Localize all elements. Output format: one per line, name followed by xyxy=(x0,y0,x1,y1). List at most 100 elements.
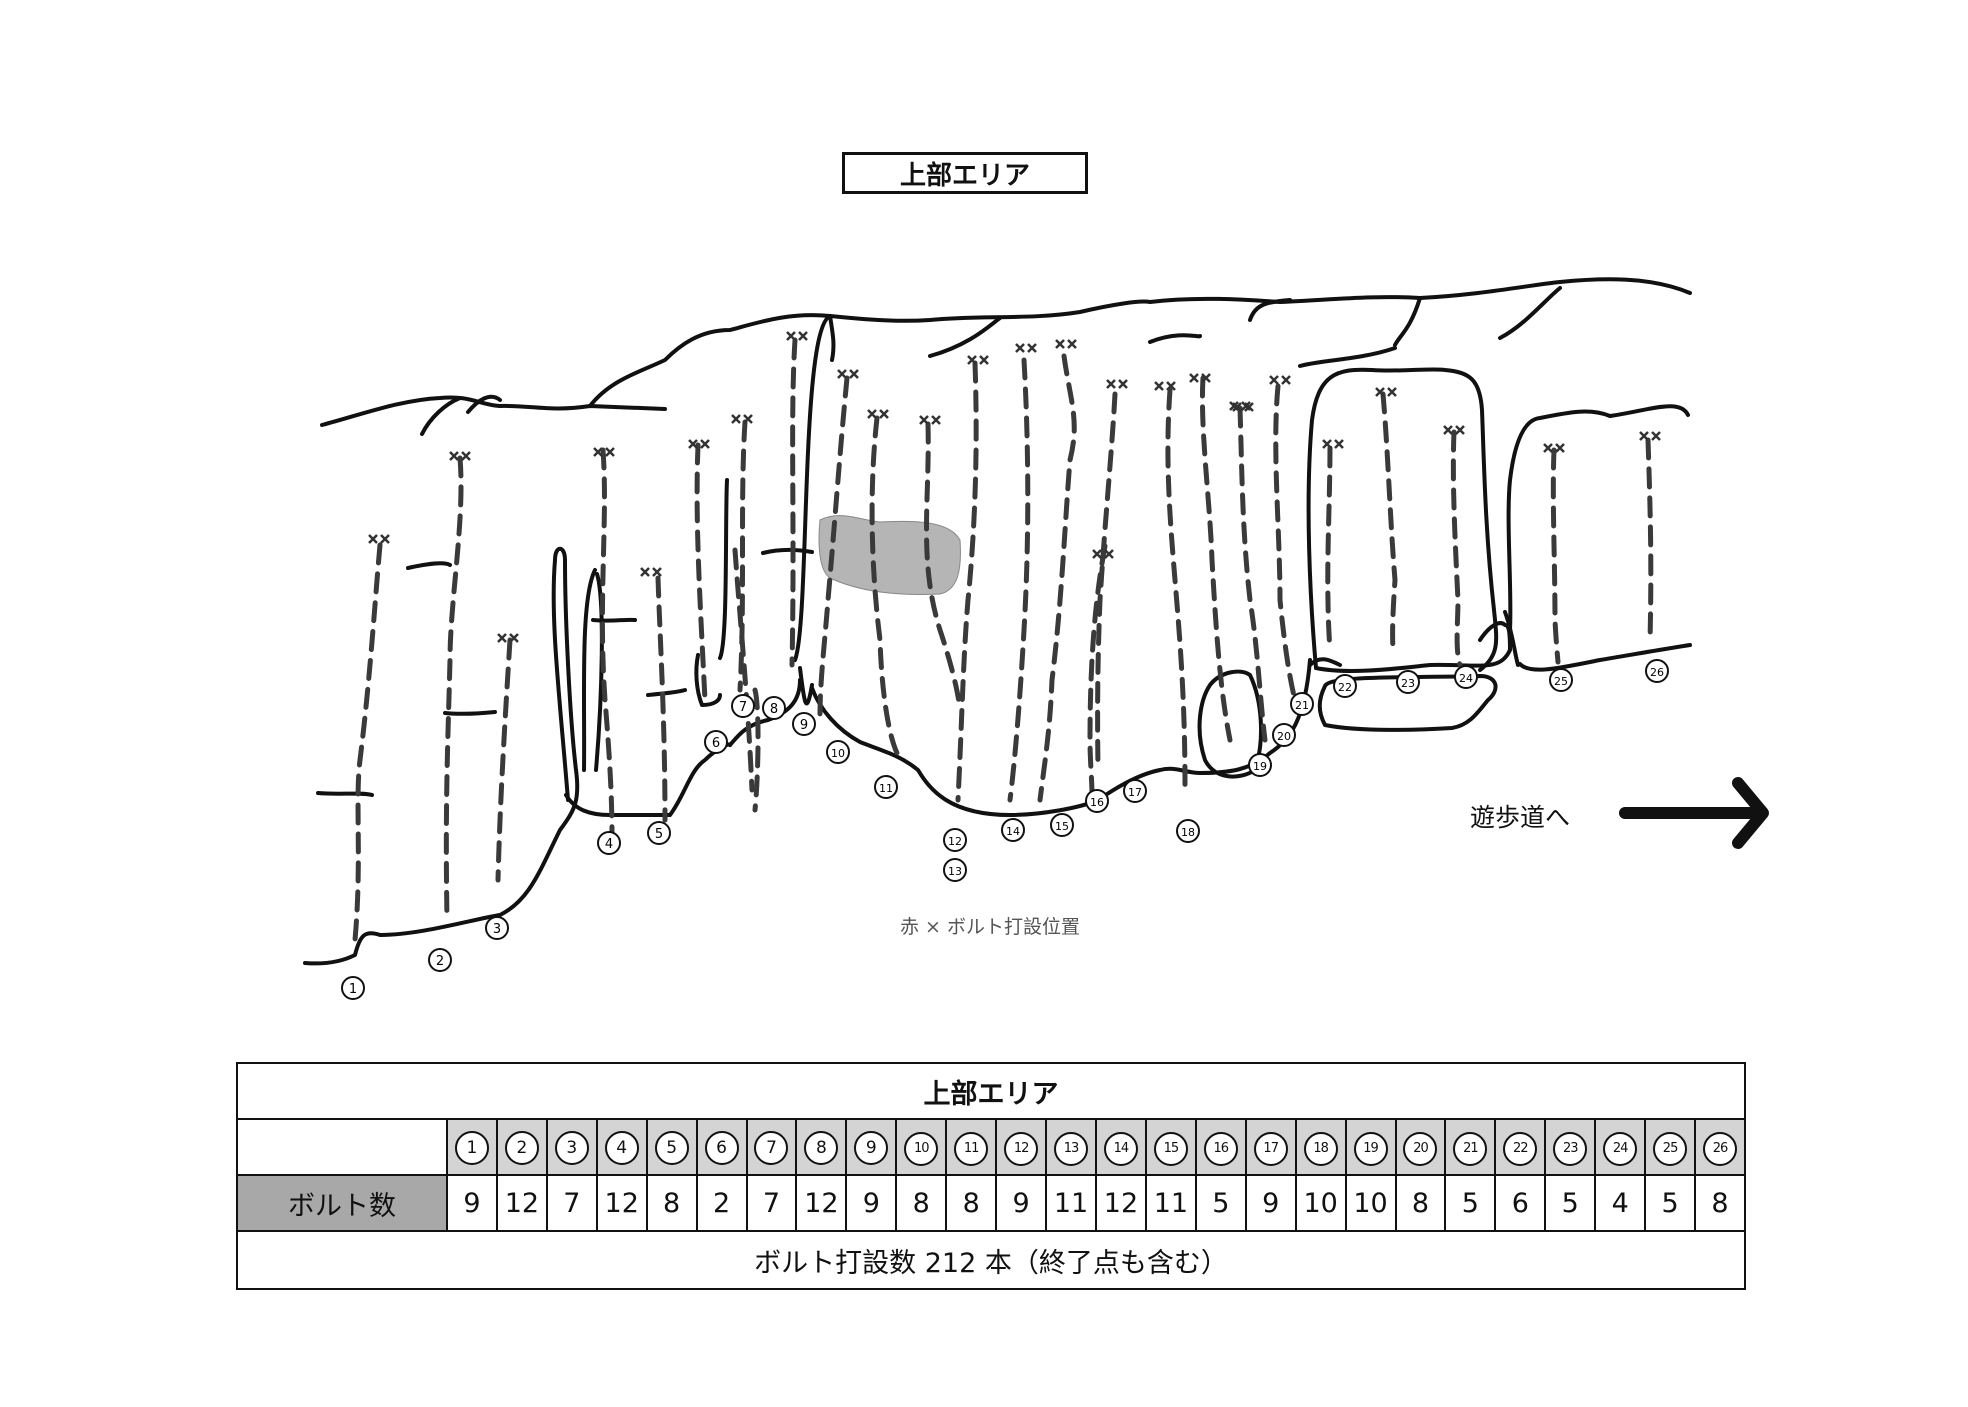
walkway-label: 遊歩道へ xyxy=(1470,803,1571,832)
route-number: 11 xyxy=(954,1132,989,1166)
route-number: 21 xyxy=(1453,1132,1488,1166)
route-number: 24 xyxy=(1603,1132,1638,1166)
route-number-cell: 9 xyxy=(845,1118,898,1176)
svg-text:5: 5 xyxy=(655,827,663,842)
route-marker-21: 21 xyxy=(1290,692,1314,716)
bolt-count-cell: 11 xyxy=(1144,1174,1197,1232)
bolt-count-cell: 10 xyxy=(1344,1174,1397,1232)
route-number: 16 xyxy=(1203,1132,1238,1166)
route-number-cell: 7 xyxy=(745,1118,798,1176)
route-marker-24: 24 xyxy=(1454,665,1478,689)
total-row: ボルト打設数 212 本（終了点も含む） xyxy=(236,1230,1746,1290)
route-number: 22 xyxy=(1503,1132,1538,1166)
svg-text:19: 19 xyxy=(1253,760,1267,773)
route-marker-22: 22 xyxy=(1333,674,1357,698)
route-number-cell: 8 xyxy=(795,1118,848,1176)
route-number-cell: 5 xyxy=(645,1118,698,1176)
route-marker-16: 16 xyxy=(1085,789,1109,813)
route-number-cell: 25 xyxy=(1644,1118,1697,1176)
route-number: 4 xyxy=(604,1131,639,1165)
route-number-cell: 21 xyxy=(1444,1118,1497,1176)
bolt-count-cell: 12 xyxy=(1094,1174,1147,1232)
route-number: 26 xyxy=(1703,1132,1738,1166)
bolt-count-cell: 5 xyxy=(1194,1174,1247,1232)
svg-text:18: 18 xyxy=(1181,826,1195,839)
route-number: 18 xyxy=(1303,1132,1338,1166)
route-marker-20: 20 xyxy=(1272,723,1296,747)
route-number-cell: 18 xyxy=(1294,1118,1347,1176)
bolt-count-cell: 5 xyxy=(1644,1174,1697,1232)
route-number-cell: 12 xyxy=(995,1118,1048,1176)
route-marker-13: 13 xyxy=(943,858,967,882)
route-marker-11: 11 xyxy=(874,775,898,799)
svg-text:25: 25 xyxy=(1554,675,1568,688)
bolt-count-cell: 9 xyxy=(446,1174,498,1232)
svg-text:13: 13 xyxy=(948,865,962,878)
route-number-cell: 16 xyxy=(1194,1118,1247,1176)
route-marker-12: 12 xyxy=(943,828,967,852)
shaded-roof xyxy=(818,515,961,595)
route-marker-15: 15 xyxy=(1050,813,1074,837)
svg-text:3: 3 xyxy=(493,922,501,937)
route-number: 6 xyxy=(704,1131,739,1165)
bolt-count-label: ボルト数 xyxy=(236,1174,448,1232)
route-number: 19 xyxy=(1353,1132,1388,1166)
svg-text:2: 2 xyxy=(436,954,444,969)
route-number: 13 xyxy=(1054,1132,1089,1166)
route-number-cell: 15 xyxy=(1144,1118,1197,1176)
bolt-count-cell: 8 xyxy=(645,1174,698,1232)
route-number: 2 xyxy=(504,1131,539,1165)
route-number: 7 xyxy=(754,1131,789,1165)
svg-text:14: 14 xyxy=(1006,825,1020,838)
bolt-count-cell: 5 xyxy=(1544,1174,1597,1232)
route-marker-26: 26 xyxy=(1645,659,1669,683)
svg-text:4: 4 xyxy=(605,837,613,852)
svg-text:15: 15 xyxy=(1055,820,1069,833)
route-number-cell: 10 xyxy=(895,1118,948,1176)
route-number: 25 xyxy=(1653,1132,1688,1166)
route-number-cell: 3 xyxy=(545,1118,598,1176)
table-title-row: 上部エリア xyxy=(236,1062,1746,1120)
route-number: 10 xyxy=(904,1132,939,1166)
route-number-cell: 24 xyxy=(1594,1118,1647,1176)
svg-text:9: 9 xyxy=(800,718,808,733)
anchor-marks xyxy=(368,331,1661,643)
route-number: 14 xyxy=(1103,1132,1138,1166)
route-marker-10: 10 xyxy=(826,740,850,764)
route-marker-4: 4 xyxy=(597,831,621,855)
bolt-count-cell: 4 xyxy=(1594,1174,1647,1232)
svg-text:12: 12 xyxy=(948,835,962,848)
crag-outline xyxy=(303,277,1692,966)
route-marker-14: 14 xyxy=(1001,818,1025,842)
bolt-count-cell: 7 xyxy=(545,1174,598,1232)
area-title: 上部エリア xyxy=(842,152,1088,194)
route-number-cell: 19 xyxy=(1344,1118,1397,1176)
svg-text:26: 26 xyxy=(1650,666,1664,679)
route-marker-2: 2 xyxy=(428,948,452,972)
route-number: 9 xyxy=(854,1131,889,1165)
route-marker-8: 8 xyxy=(762,696,786,720)
svg-text:23: 23 xyxy=(1401,677,1415,690)
svg-text:20: 20 xyxy=(1277,730,1291,743)
route-marker-3: 3 xyxy=(485,916,509,940)
svg-text:17: 17 xyxy=(1128,786,1142,799)
bolt-count-cell: 2 xyxy=(695,1174,748,1232)
route-marker-18: 18 xyxy=(1176,819,1200,843)
route-number-cell: 14 xyxy=(1094,1118,1147,1176)
bolt-count-cell: 11 xyxy=(1045,1174,1097,1232)
svg-text:7: 7 xyxy=(739,700,747,715)
route-number: 12 xyxy=(1004,1132,1039,1166)
bolt-lines xyxy=(352,337,1654,943)
route-number: 20 xyxy=(1403,1132,1438,1166)
route-number-cell: 26 xyxy=(1694,1118,1746,1176)
svg-text:8: 8 xyxy=(770,702,778,717)
route-marker-5: 5 xyxy=(647,821,671,845)
route-marker-17: 17 xyxy=(1123,779,1147,803)
bolt-count-cell: 8 xyxy=(945,1174,998,1232)
bolt-count-cell: 8 xyxy=(895,1174,948,1232)
svg-text:22: 22 xyxy=(1338,681,1352,694)
svg-text:6: 6 xyxy=(712,736,720,751)
